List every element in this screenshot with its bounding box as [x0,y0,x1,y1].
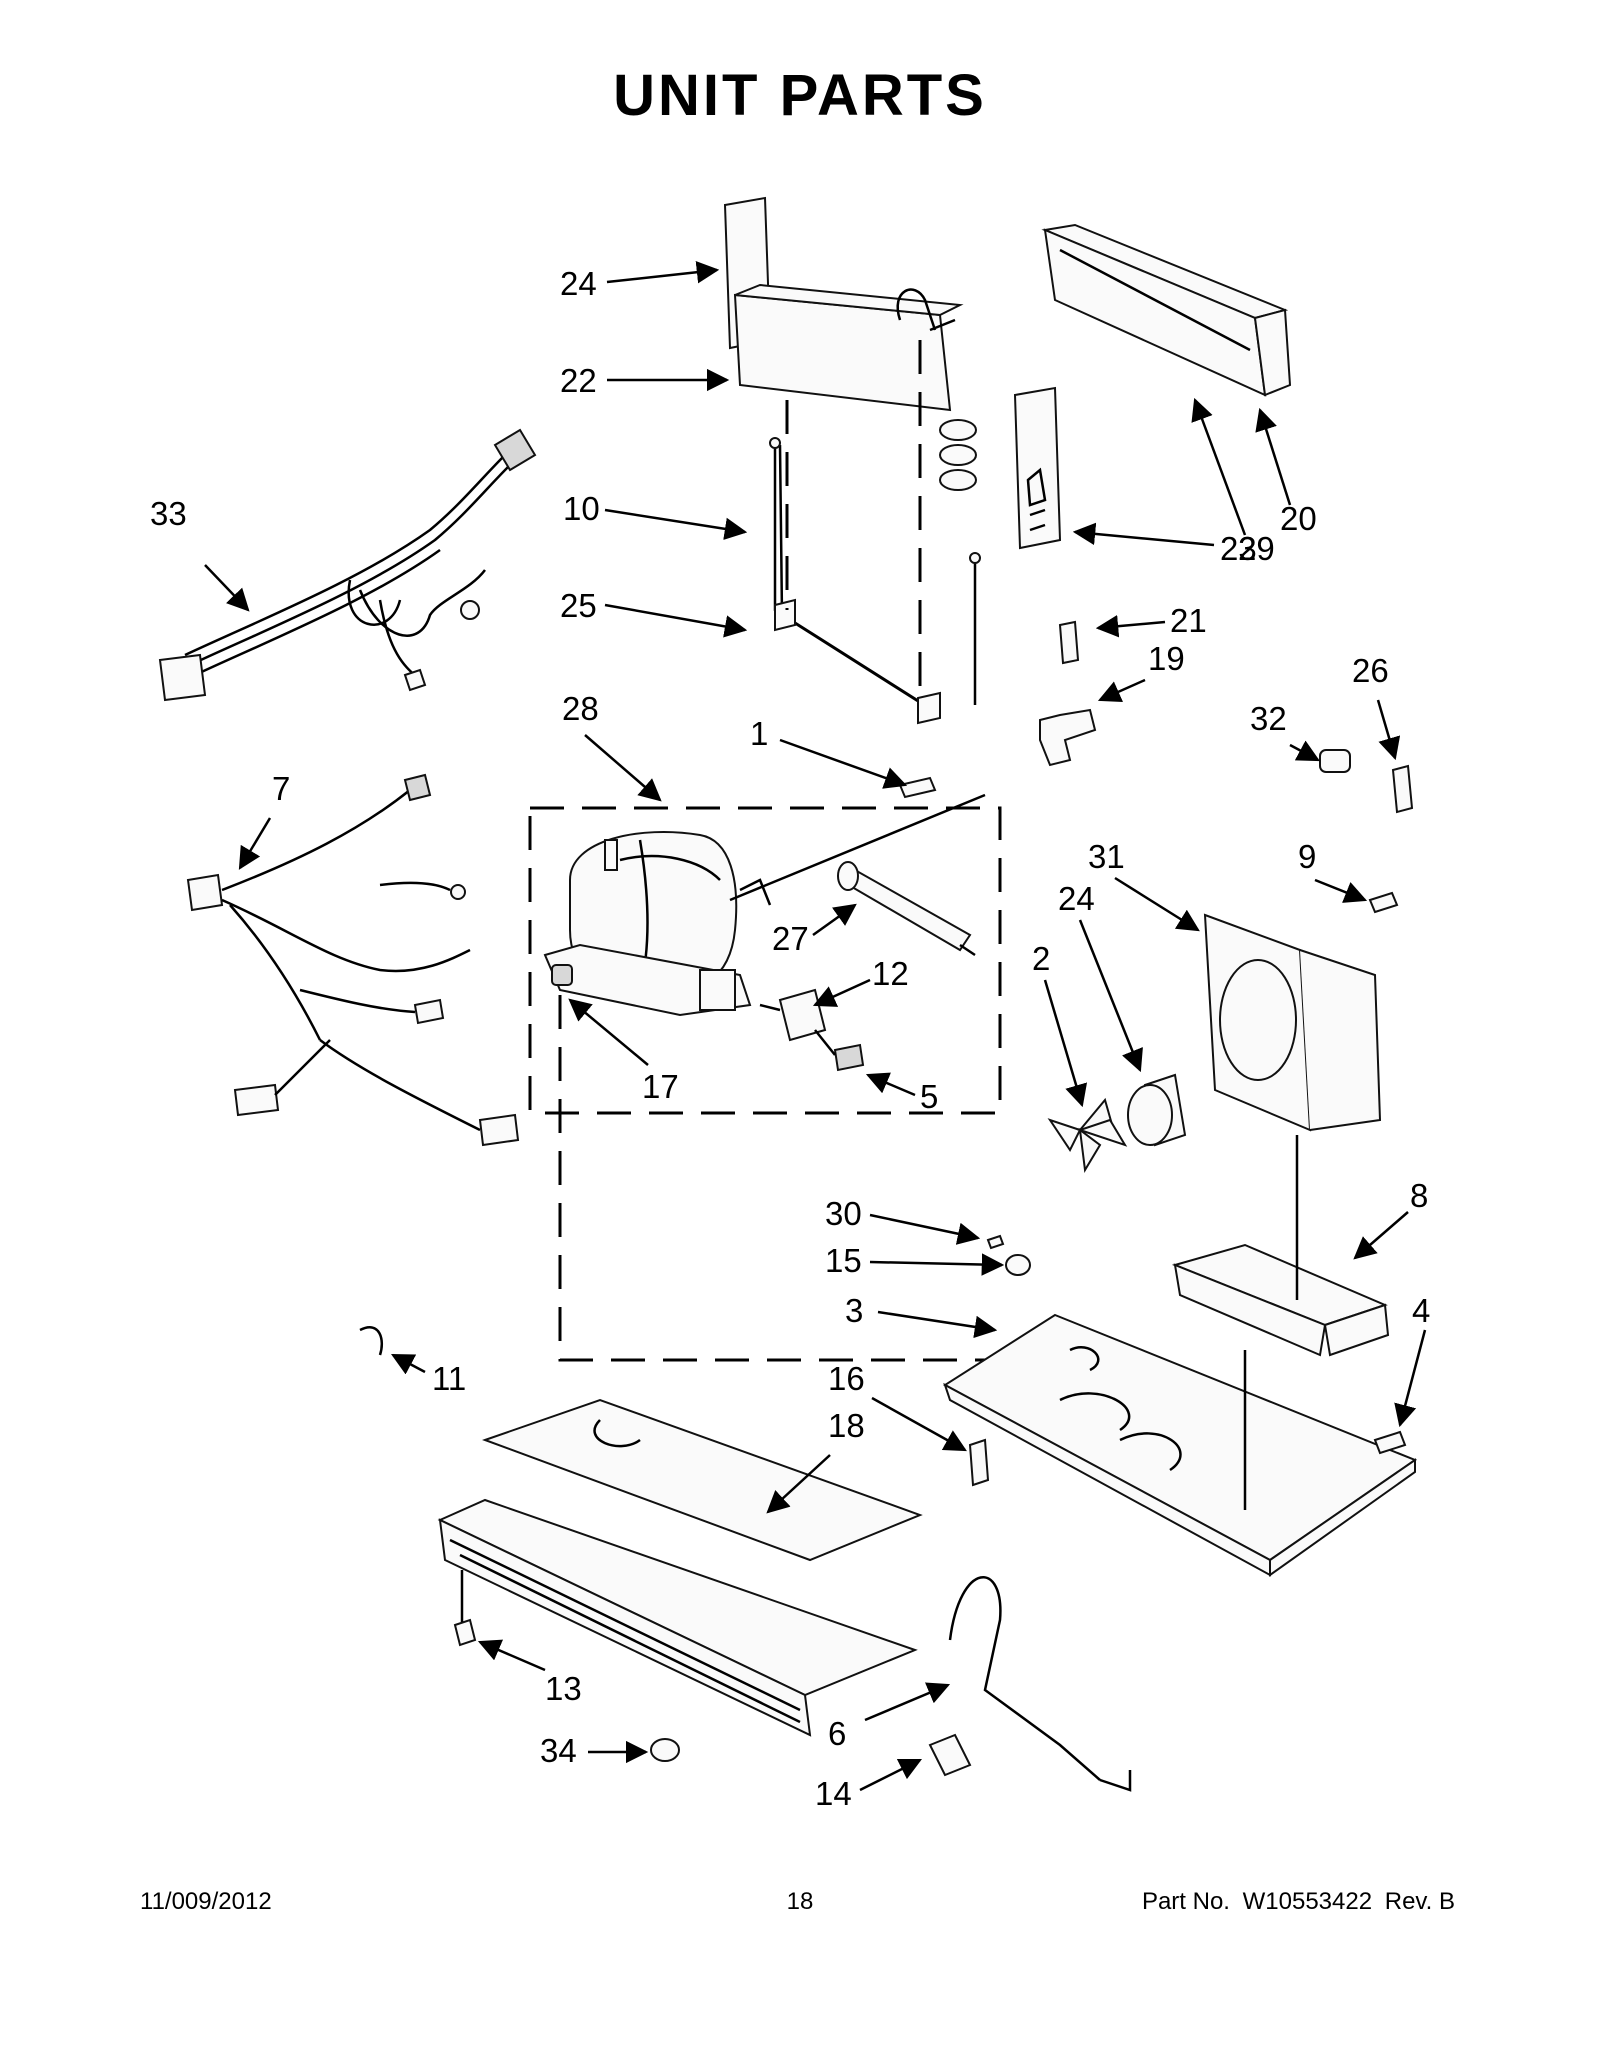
bushing-34 [650,1738,680,1762]
callout-16: 16 [828,1360,865,1397]
callout-27: 27 [772,920,809,957]
callout-11: 11 [432,1360,466,1397]
callout-23b: 23 [1220,530,1257,567]
defrost-heater [769,437,981,725]
main-wire-harness [158,428,537,702]
callout-12: 12 [872,955,909,992]
page-title: UNIT PARTS [613,63,987,128]
callout-3: 3 [845,1292,863,1329]
callout-33: 33 [150,495,187,532]
callout-24: 24 [1058,880,1095,917]
callout-32: 32 [1250,700,1287,737]
screw-4 [1373,1430,1407,1455]
callout-26: 26 [1352,652,1389,689]
footer-part-number: Part No. W10553422 Rev. B [1136,1888,1455,1916]
callout-labels: 24 22 10 25 28 1 27 12 17 5 33 7 23 20 2… [150,265,1430,1812]
callout-25: 25 [560,587,597,624]
footer-date: 11/009/2012 [140,1888,272,1915]
footer-page-number: 18 [786,1888,814,1915]
insulator [1391,764,1414,814]
filter-drier [837,861,976,957]
callout-6: 6 [828,1715,846,1752]
callout-10: 10 [563,490,600,527]
callout-34: 34 [540,1732,577,1769]
callout-23a: 24 [560,265,597,302]
screw-1 [898,776,937,799]
callout-8: 8 [1410,1177,1428,1214]
condenser-fan-motor [1127,1073,1187,1147]
callout-17: 17 [642,1068,679,1105]
clip-13 [453,1618,477,1647]
callout-19: 19 [1148,640,1185,677]
revision-label: Rev. B [1384,1888,1455,1915]
callout-20: 20 [1280,500,1317,537]
tube-6 [948,1576,1101,1781]
callout-5: 5 [920,1078,938,1115]
bracket-19 [1039,708,1097,767]
leader-lines [204,261,1427,1792]
callout-21: 21 [1170,602,1207,639]
callout-15: 15 [825,1242,862,1279]
base-plate [943,1313,1418,1577]
compressor-assembly-outline [528,806,1002,1115]
condenser-fan-blade [1047,1097,1128,1173]
callout-22: 22 [560,362,597,399]
compressor-wire-harness [186,773,520,1147]
part-number-value: W10553422 [1242,1888,1373,1915]
callout-28: 28 [562,690,599,727]
screw-16 [968,1438,990,1487]
callout-31: 31 [1088,838,1125,875]
callout-2: 2 [1032,940,1050,977]
bushing-14 [928,1733,972,1777]
channel-bracket [1041,223,1292,397]
condenser-coil [437,1398,923,1737]
evaporator-assembly [723,196,977,491]
tray [1171,1243,1390,1357]
screw-21 [1058,620,1080,665]
part-number-label: Part No. [1141,1888,1230,1915]
callout-9: 9 [1298,838,1316,875]
callout-4: 4 [1412,1292,1430,1329]
callout-18: 18 [828,1407,865,1444]
callout-29: 29 [1238,530,1275,567]
callout-1: 1 [750,715,768,752]
screw-9 [1368,891,1399,914]
callout-7: 7 [272,770,290,807]
capacitor [1319,749,1351,773]
clip-11 [359,1326,384,1356]
callout-30: 30 [825,1195,862,1232]
callout-13: 13 [545,1670,582,1707]
start-device [759,988,865,1072]
callout-14: 14 [815,1775,852,1812]
grommet-30 [986,1234,1005,1250]
evaporator-side-panel [1013,386,1062,550]
grommet-15 [1005,1254,1031,1276]
fan-shroud [1203,913,1382,1132]
compressor [543,793,986,1017]
